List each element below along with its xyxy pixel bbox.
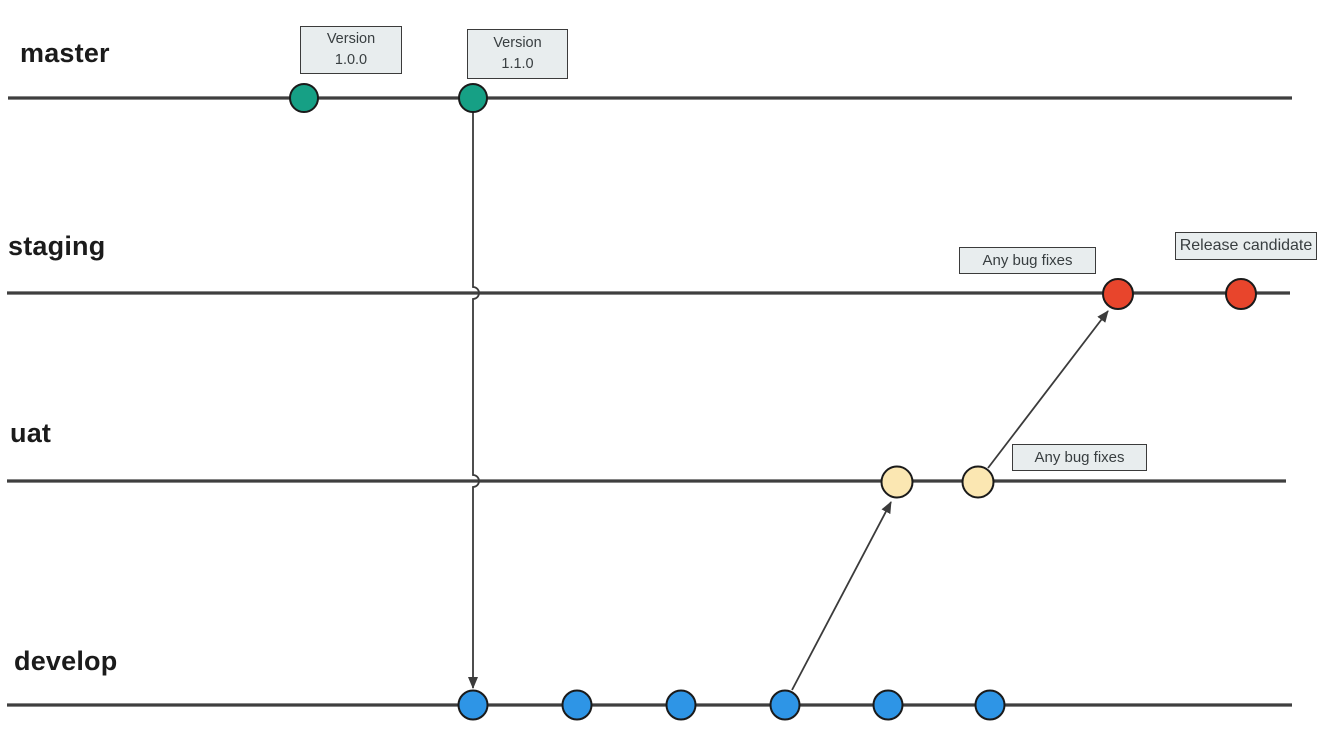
note-staging-bug-fixes: Any bug fixes xyxy=(959,247,1096,274)
develop-commits xyxy=(457,689,1006,721)
note-uat-bug-fixes: Any bug fixes xyxy=(1012,444,1147,471)
staging-commit-dot xyxy=(1225,278,1257,310)
develop-commit-dot xyxy=(457,689,489,721)
uat-commit-dot xyxy=(961,465,995,499)
arrow-develop-to-uat xyxy=(791,501,892,691)
develop-commit-dot xyxy=(665,689,697,721)
note-version-1-0-0-line2: 1.0.0 xyxy=(334,52,368,68)
uat-commits xyxy=(880,465,995,499)
branch-label-develop: develop xyxy=(14,646,118,676)
arrow-uat-to-staging xyxy=(987,310,1109,469)
uat-commit-dot xyxy=(880,465,914,499)
note-version-1-0-0-line1: Version xyxy=(326,30,376,47)
note-version-1-1-0-line2: 1.1.0 xyxy=(501,56,534,72)
note-release-candidate: Release candidate xyxy=(1175,232,1317,260)
develop-commit-dot xyxy=(769,689,801,721)
arrow-master-to-develop xyxy=(468,112,480,689)
note-version-1-0-0: Version 1.0.0 xyxy=(300,26,402,74)
master-commit-dot xyxy=(458,83,488,113)
note-version-1-1-0: Version 1.1.0 xyxy=(467,29,568,79)
develop-commit-dot xyxy=(561,689,593,721)
staging-commit-dot xyxy=(1102,278,1134,310)
develop-commit-dot xyxy=(974,689,1006,721)
master-commit-dot xyxy=(289,83,319,113)
note-version-1-1-0-line1: Version xyxy=(493,34,542,51)
develop-commit-dot xyxy=(872,689,904,721)
master-commits xyxy=(289,83,488,113)
branch-label-master: master xyxy=(20,38,110,68)
branch-label-staging: staging xyxy=(8,231,106,261)
staging-commits xyxy=(1102,278,1257,310)
branch-label-uat: uat xyxy=(10,418,52,448)
